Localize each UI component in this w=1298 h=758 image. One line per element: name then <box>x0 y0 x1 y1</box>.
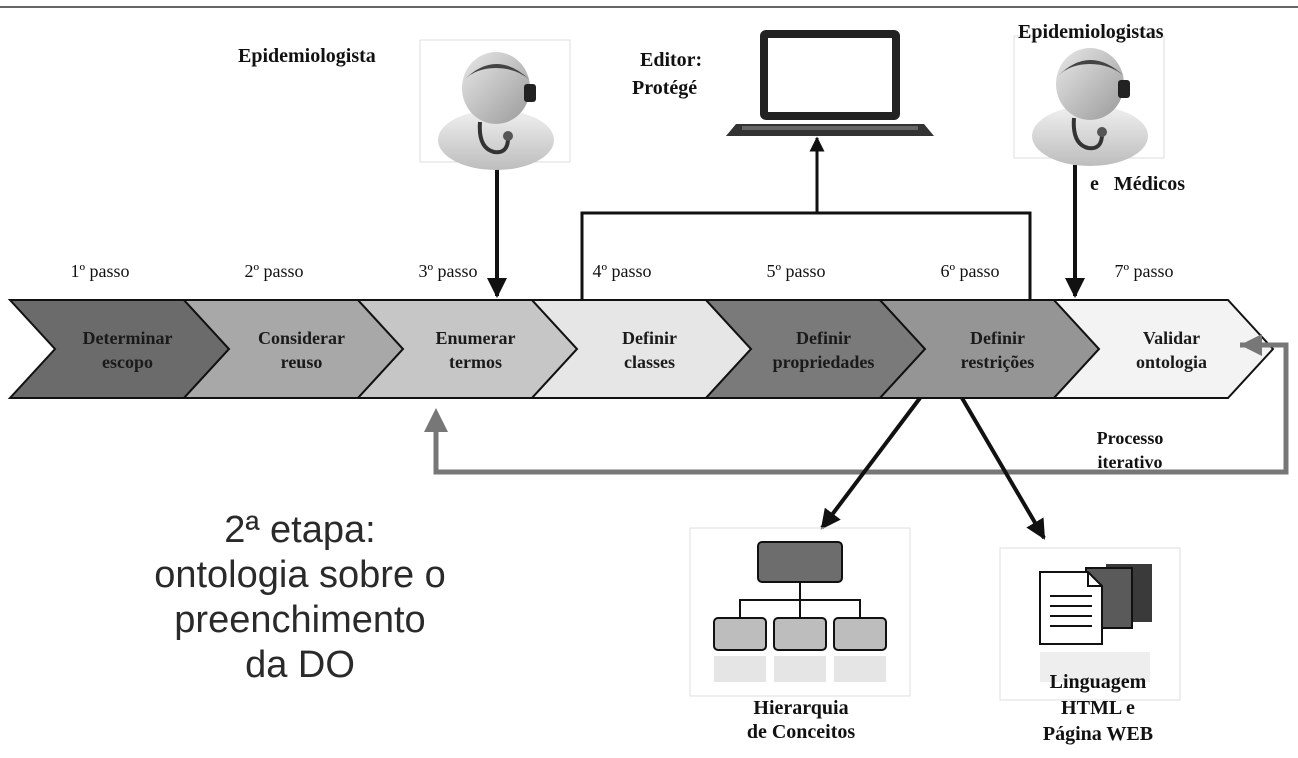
web-documents-icon <box>999 547 1181 701</box>
iterative-feedback-loop <box>424 334 1289 475</box>
feedback-arrowhead-up <box>424 408 448 432</box>
stage-title-line: ontologia sobre o <box>154 554 446 596</box>
step-number-label: 4º passo <box>592 261 651 281</box>
step-text-line2: ontologia <box>1136 352 1207 372</box>
step-number-label: 7º passo <box>1114 261 1173 281</box>
epidemiologists-right-label: Epidemiologistas <box>1018 21 1164 43</box>
step-text-line1: Definir <box>970 328 1025 348</box>
step-text-line1: Determinar <box>83 328 173 348</box>
step-text-line2: classes <box>624 352 675 372</box>
hierarchy-icon <box>689 527 911 697</box>
stage-title-line: preenchimento <box>174 599 426 641</box>
step-text-line1: Validar <box>1143 328 1200 348</box>
step-labels: 1º passo 2º passo 3º passo 4º passo 5º passo… <box>70 261 1173 281</box>
step-chevrons: Determinar escopo Considerar reuso Enumerar t… <box>7 299 1275 399</box>
web-caption-line1: Linguagem <box>1050 671 1147 693</box>
step-text-line2: termos <box>449 352 502 372</box>
step-text-line1: Definir <box>622 328 677 348</box>
web-caption-line3: Página WEB <box>1043 723 1153 745</box>
arrow-to-hierarchy <box>820 396 922 530</box>
epidemiologist-left-label: Epidemiologista <box>238 45 376 67</box>
feedback-arrowhead-right <box>1240 334 1262 356</box>
doctors-label: e Médicos <box>1090 173 1185 195</box>
step-number-label: 6º passo <box>940 261 999 281</box>
step-number-label: 1º passo <box>70 261 129 281</box>
laptop-icon <box>726 30 934 136</box>
editor-label-line2: Protégé <box>632 77 697 99</box>
step-text-line2: reuso <box>281 352 323 372</box>
step-text-line1: Enumerar <box>436 328 516 348</box>
doctor-icon-left <box>419 39 571 170</box>
step-number-label: 2º passo <box>244 261 303 281</box>
feedback-label-line1: Processo <box>1097 428 1164 448</box>
step-text-line1: Considerar <box>258 328 345 348</box>
hierarchy-caption-line2: de Conceitos <box>747 721 856 743</box>
stage-title: 2ª etapa: ontologia sobre o preenchiment… <box>90 508 510 688</box>
feedback-label-line2: iterativo <box>1098 452 1163 472</box>
editor-label-line1: Editor: <box>640 49 702 71</box>
step-text-line2: escopo <box>102 352 153 372</box>
step-text-line1: Definir <box>796 328 851 348</box>
step-number-label: 3º passo <box>418 261 477 281</box>
step-text-line2: propriedades <box>773 352 875 372</box>
doctor-icon-right <box>1013 35 1165 166</box>
editor-connector <box>580 136 1032 300</box>
stage-title-line: 2ª etapa: <box>224 509 376 551</box>
step-text-line2: restrições <box>961 352 1035 372</box>
arrow-to-web-page <box>960 396 1046 540</box>
stage-title-line: da DO <box>245 644 355 686</box>
step-number-label: 5º passo <box>766 261 825 281</box>
web-caption-line2: HTML e <box>1061 697 1135 719</box>
hierarchy-caption-line1: Hierarquia <box>753 697 848 719</box>
step-chevron-7 <box>1051 299 1275 399</box>
